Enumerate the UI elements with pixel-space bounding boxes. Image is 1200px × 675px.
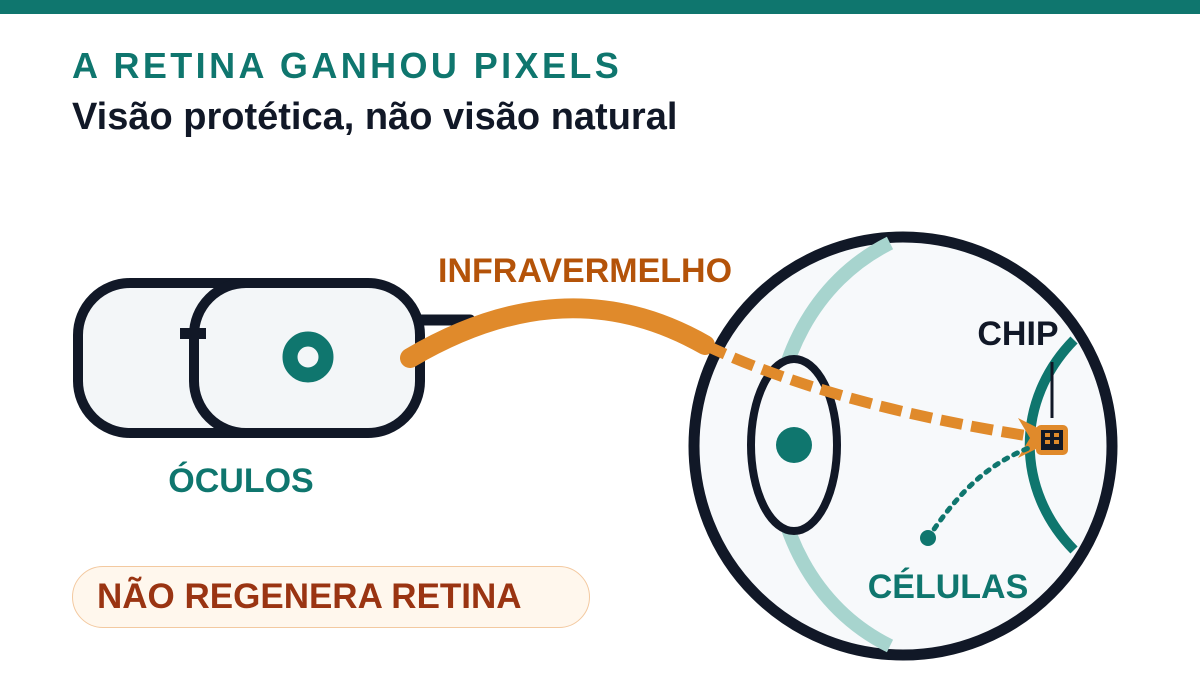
warning-badge: NÃO REGENERA RETINA — [72, 566, 590, 628]
infrared-label: INFRAVERMELHO — [438, 252, 732, 290]
cell-signal-path — [925, 443, 1037, 541]
glasses-bridge — [180, 328, 206, 339]
pupil-icon — [776, 427, 812, 463]
warning-text: NÃO REGENERA RETINA — [97, 577, 522, 616]
infrared-beam-dashed — [702, 340, 1043, 444]
cells-label: CÉLULAS — [868, 568, 1029, 606]
cell-dot-icon — [920, 530, 936, 546]
kicker-title: A RETINA GANHOU PIXELS — [72, 45, 623, 86]
eye-icon — [688, 231, 1118, 661]
chip-core — [1041, 430, 1063, 450]
top-accent-bar — [0, 0, 1200, 14]
chip-label: CHIP — [977, 315, 1058, 353]
chip-icon — [1036, 425, 1068, 455]
page-title: Visão protética, não visão natural — [72, 96, 678, 138]
glasses-right-lens — [189, 278, 425, 438]
glasses-camera-icon — [282, 331, 334, 383]
glasses-label: ÓCULOS — [168, 462, 313, 500]
infrared-beam — [400, 298, 715, 368]
